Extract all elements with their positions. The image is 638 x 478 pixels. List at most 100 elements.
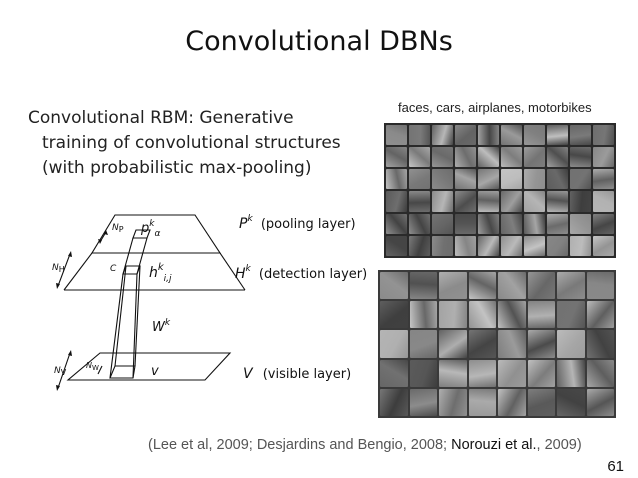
filter-tile — [593, 213, 614, 234]
filter-tile — [432, 169, 453, 190]
nv-label: NV — [54, 366, 67, 377]
filter-tile — [593, 125, 614, 146]
filter-tile — [409, 169, 430, 190]
filter-tile — [524, 125, 545, 146]
filter-tile — [478, 213, 499, 234]
filter-tile — [547, 235, 568, 256]
filter-tile — [380, 272, 408, 300]
citation: (Lee et al, 2009; Desjardins and Bengio,… — [148, 437, 582, 453]
filter-tile — [593, 147, 614, 168]
filter-tile — [409, 388, 437, 416]
filter-tile — [557, 272, 585, 300]
filter-tile — [557, 359, 585, 387]
filter-tile — [478, 125, 499, 146]
filter-tile — [409, 147, 430, 168]
filter-tile — [524, 191, 545, 212]
filter-tile — [439, 388, 467, 416]
filter-tile — [547, 191, 568, 212]
v-unit-label: v — [151, 364, 159, 379]
filter-tile — [386, 147, 407, 168]
filter-tile — [501, 125, 522, 146]
detection-layer-label: Hk (detection layer) — [235, 264, 368, 282]
filter-tile — [527, 388, 555, 416]
bullet-text: Convolutional RBM: Generative training o… — [28, 106, 378, 181]
filter-tile — [380, 388, 408, 416]
filter-tile — [432, 235, 453, 256]
filter-tile — [586, 301, 614, 329]
filter-tile — [527, 359, 555, 387]
filter-tile — [386, 235, 407, 256]
filter-tile — [570, 235, 591, 256]
wk-label: Wk — [152, 318, 171, 335]
filter-tile — [527, 272, 555, 300]
bullet-line-2: training of convolutional structures — [42, 133, 341, 153]
filter-tile — [557, 388, 585, 416]
filter-tile — [593, 235, 614, 256]
np-label: NP — [112, 223, 124, 234]
filter-tile — [455, 125, 476, 146]
filter-tile — [455, 213, 476, 234]
filter-tile — [501, 213, 522, 234]
c-label: C — [110, 264, 117, 274]
filter-tile — [478, 191, 499, 212]
filter-tile — [455, 235, 476, 256]
filter-tile — [586, 272, 614, 300]
filter-tile — [455, 169, 476, 190]
filter-tile — [386, 191, 407, 212]
filter-tile — [455, 147, 476, 168]
filter-tile — [498, 301, 526, 329]
filter-tile — [432, 191, 453, 212]
slide-title: Convolutional DBNs — [185, 26, 453, 57]
filter-tile — [586, 330, 614, 358]
filter-tile — [593, 169, 614, 190]
bullet-line-1: Convolutional RBM: Generative — [28, 108, 294, 128]
filter-tile — [570, 125, 591, 146]
filter-tile — [409, 359, 437, 387]
filter-tile — [409, 301, 437, 329]
filter-tile — [547, 213, 568, 234]
nh-label: NH — [52, 263, 65, 274]
filter-tile — [524, 213, 545, 234]
filter-tile — [380, 330, 408, 358]
filter-tile — [524, 169, 545, 190]
filter-tile — [386, 169, 407, 190]
filter-tile — [547, 147, 568, 168]
visible-layer — [66, 352, 232, 381]
hk-ij-label: hki,j — [149, 262, 172, 284]
filter-tile — [468, 330, 496, 358]
filter-tile — [380, 359, 408, 387]
page-number: 61 — [607, 458, 624, 475]
filter-tile — [501, 169, 522, 190]
visible-layer-label: V (visible layer) — [243, 366, 352, 382]
filter-tile — [468, 388, 496, 416]
filter-tile — [432, 147, 453, 168]
filter-tile — [478, 147, 499, 168]
filter-tile — [498, 388, 526, 416]
filters-caption: faces, cars, airplanes, motorbikes — [398, 100, 592, 115]
filter-tile — [439, 272, 467, 300]
nw-label: NW — [86, 361, 99, 372]
filter-tile — [439, 301, 467, 329]
filter-tile — [547, 169, 568, 190]
filter-tile — [409, 235, 430, 256]
filter-tile — [527, 301, 555, 329]
filter-tile — [386, 125, 407, 146]
filter-tile — [409, 213, 430, 234]
filter-tile — [468, 301, 496, 329]
filter-tile — [570, 147, 591, 168]
filter-tile — [501, 191, 522, 212]
filter-tile — [432, 125, 453, 146]
filter-tile — [498, 359, 526, 387]
filter-tile — [570, 191, 591, 212]
filter-tile — [593, 191, 614, 212]
filter-tile — [455, 191, 476, 212]
filter-tile — [409, 125, 430, 146]
filter-tile — [386, 213, 407, 234]
filter-tile — [524, 147, 545, 168]
filter-tile — [409, 272, 437, 300]
filter-tile — [380, 301, 408, 329]
filter-tile — [557, 330, 585, 358]
filter-tile — [432, 213, 453, 234]
filter-tile — [439, 359, 467, 387]
